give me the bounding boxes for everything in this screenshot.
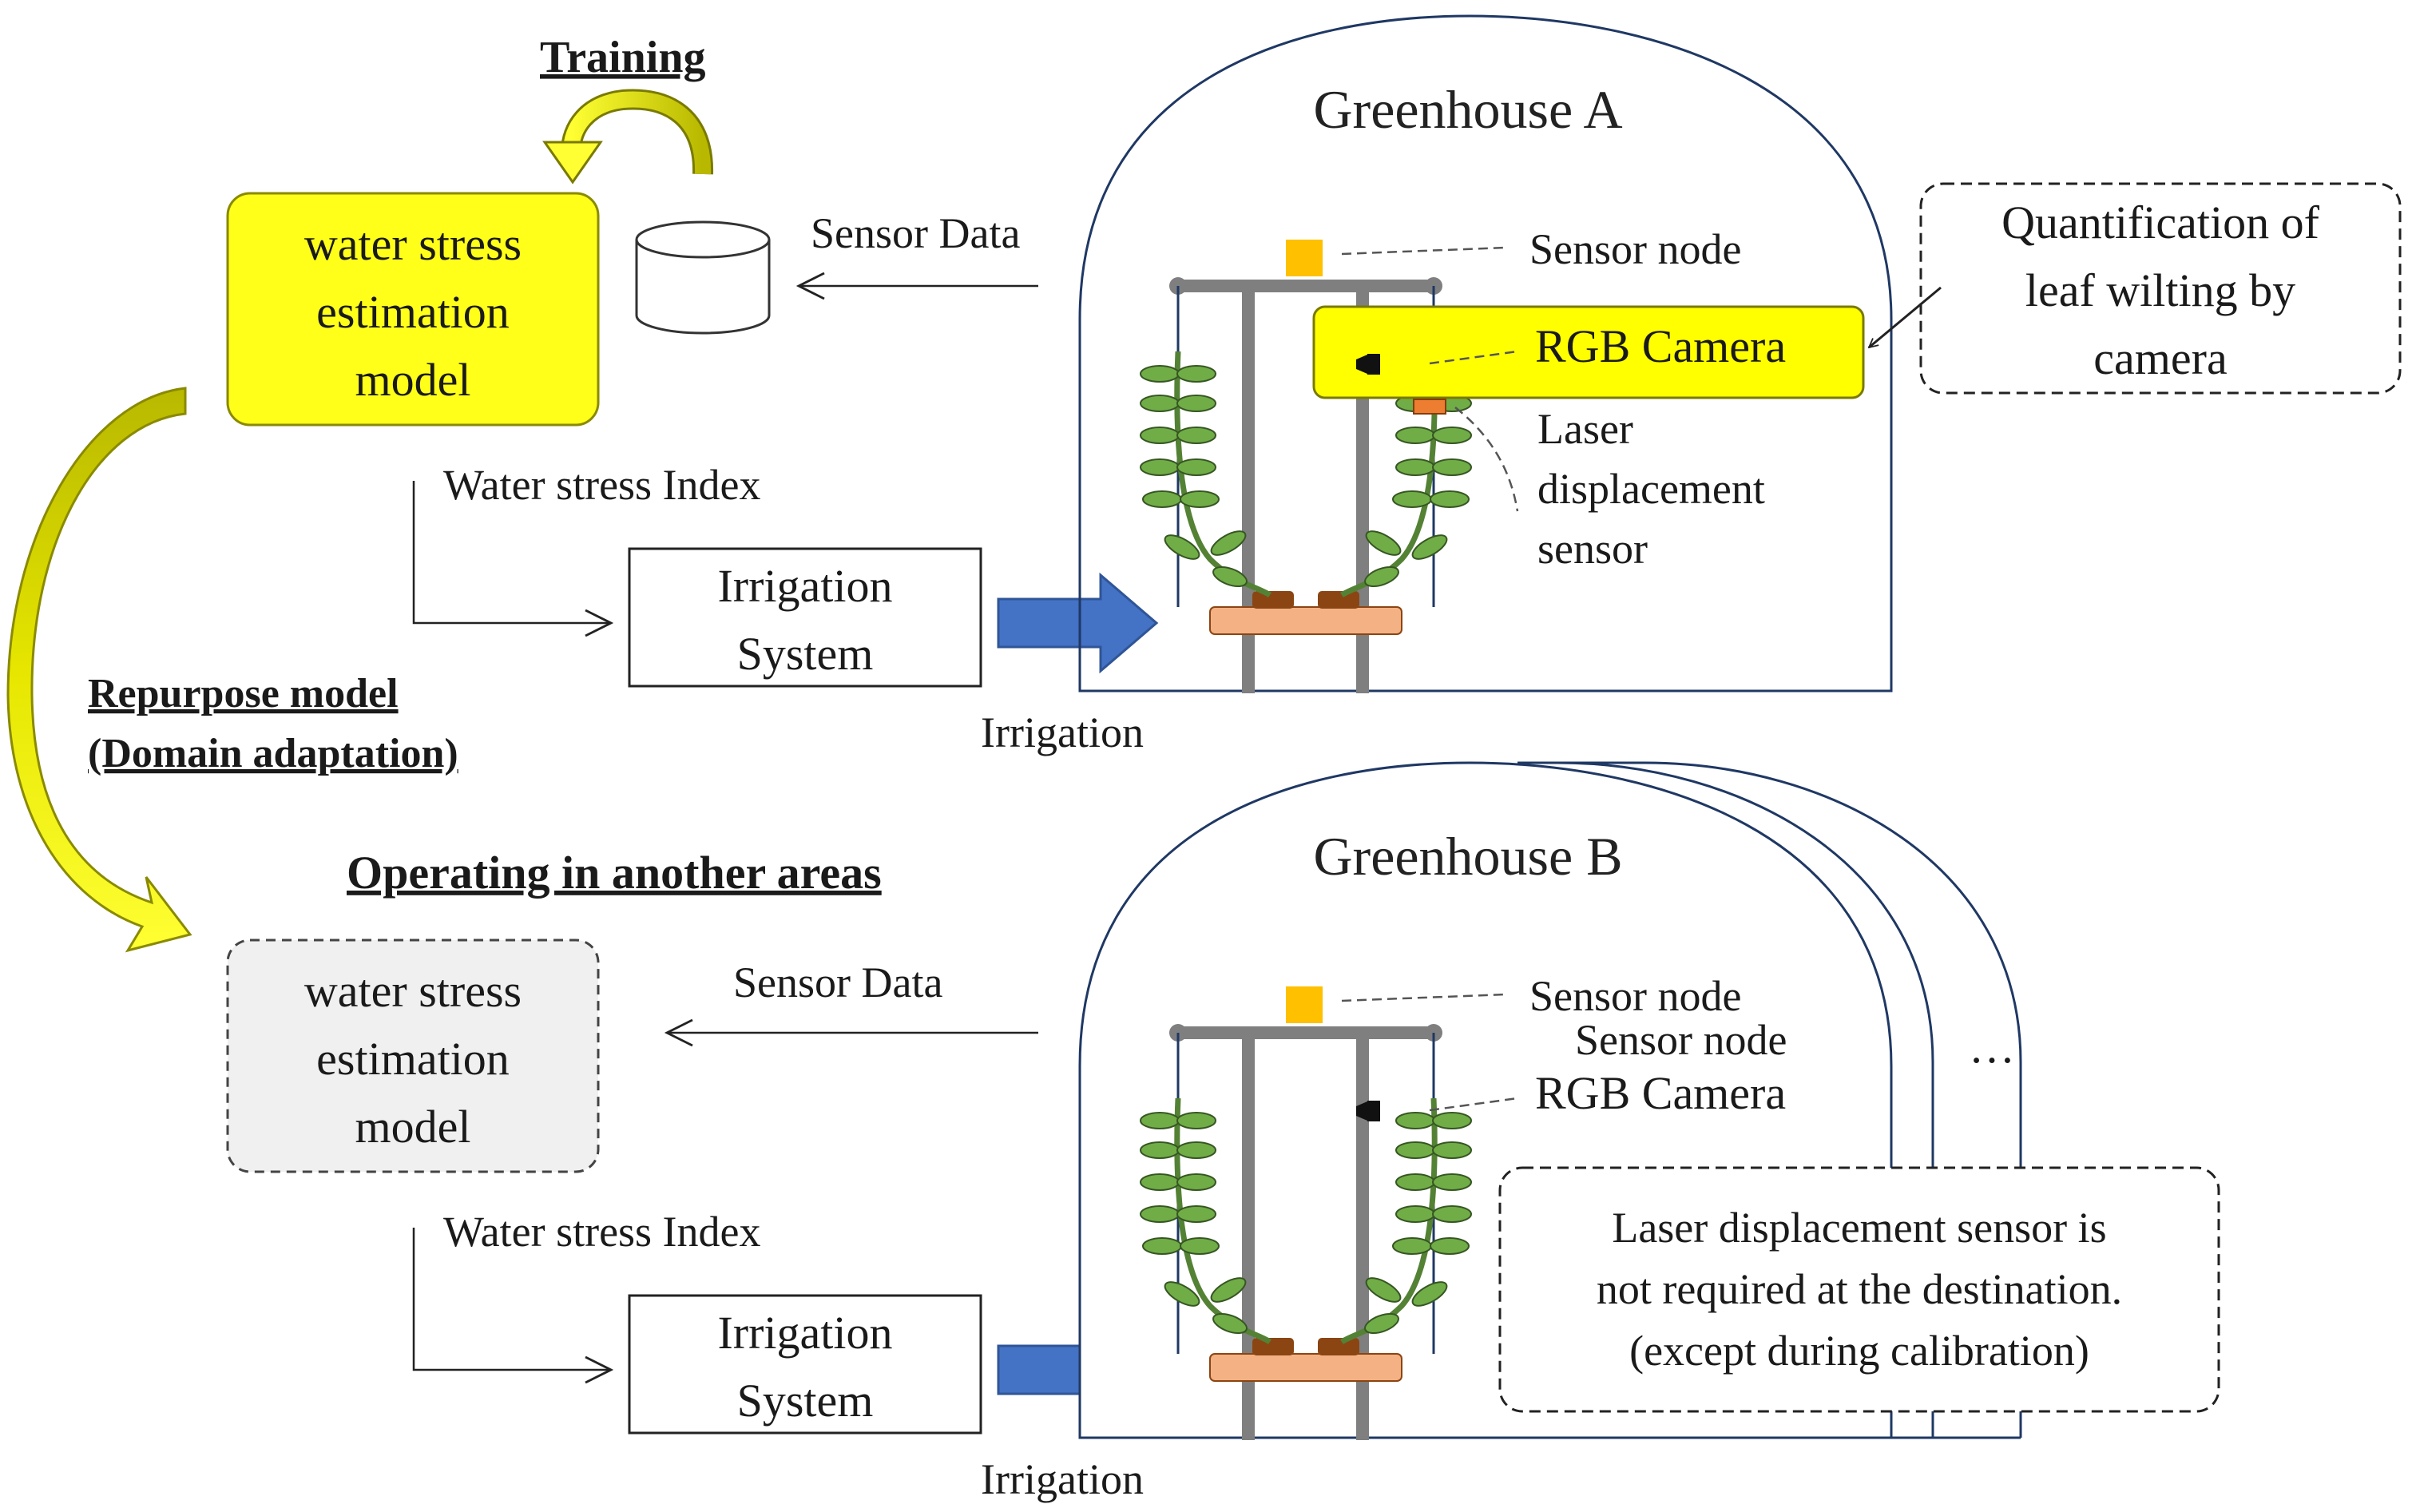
- laser-sensor-line1: Laser: [1537, 405, 1633, 453]
- laser-not-required-note: [1498, 1166, 2220, 1413]
- repurpose-heading-line1: Repurpose model: [88, 671, 399, 716]
- model-box-b-line2: estimation: [316, 1033, 510, 1085]
- model-box-repurposed: [226, 939, 600, 1173]
- sensor-node-leader-b: [1341, 993, 1506, 1002]
- sensor-data-label-top: Sensor Data: [811, 209, 1020, 257]
- block-arrow-right-icon: [997, 572, 1159, 674]
- model-box-line3: model: [355, 354, 471, 406]
- irrigation-label-top: Irrigation: [981, 708, 1144, 756]
- note-line2: not required at the destination.: [1597, 1265, 2122, 1313]
- irrigation-system-line1-bottom: Irrigation: [717, 1307, 892, 1359]
- repurpose-heading-line2: (Domain adaptation): [88, 731, 458, 776]
- circular-arrow-icon: [542, 89, 714, 185]
- camera-icon: [1356, 354, 1380, 375]
- callout-line3: camera: [2093, 332, 2227, 384]
- laser-sensor-line2: displacement: [1537, 465, 1765, 513]
- sensor-node-leader-a: [1341, 246, 1506, 256]
- camera-icon-b: [1356, 1101, 1380, 1121]
- sensor-node-a: [1286, 240, 1323, 276]
- model-box-b-line3: model: [355, 1101, 471, 1153]
- irrigation-system-box-top: [628, 547, 982, 688]
- model-box-trained: [226, 192, 600, 427]
- greenhouse-a-outline: [1078, 14, 1893, 693]
- sensor-node-label-b2: Sensor node: [1575, 1016, 1787, 1064]
- note-line3: (except during calibration): [1629, 1327, 2089, 1375]
- note-line1: Laser displacement sensor is: [1612, 1204, 2106, 1252]
- irrigation-system-box-bottom: [628, 1294, 982, 1435]
- greenhouse-stack-outline-2: [1517, 761, 2022, 1438]
- operating-heading: Operating in another areas: [347, 847, 882, 899]
- model-box-line1: water stress: [304, 218, 522, 270]
- climbing-plant-icon-b: [1140, 1097, 1472, 1344]
- irrigation-system-line1-top: Irrigation: [717, 560, 892, 612]
- model-box-b-line1: water stress: [304, 965, 522, 1017]
- callout-line1: Quantification of: [2001, 196, 2320, 248]
- water-stress-index-label-top: Water stress Index: [443, 461, 761, 509]
- curved-arrow-icon: [6, 387, 192, 953]
- rgb-camera-label-b: RGB Camera: [1535, 1067, 1786, 1119]
- irrigation-system-line2-bottom: System: [737, 1375, 874, 1427]
- greenhouse-stack-outline-3: [1517, 761, 1934, 1438]
- laser-sensor-a: [1413, 399, 1446, 415]
- callout-line2: leaf wilting by: [2025, 264, 2295, 316]
- greenhouse-a-title: Greenhouse A: [1313, 79, 1622, 140]
- training-heading: Training: [540, 33, 705, 82]
- sensor-node-b: [1286, 986, 1323, 1023]
- sensor-data-label-bottom: Sensor Data: [733, 958, 942, 1006]
- database-icon: [635, 220, 771, 335]
- callout-arrow: [1869, 286, 1942, 347]
- camera-callout-box: [1919, 182, 2402, 395]
- water-stress-index-arrow-bottom: [412, 1228, 614, 1384]
- greenhouse-b-title: Greenhouse B: [1313, 826, 1622, 887]
- sensor-node-label-b: Sensor node: [1529, 972, 1741, 1020]
- greenhouse-ellipsis: …: [1969, 1021, 2015, 1073]
- irrigation-label-bottom: Irrigation: [981, 1455, 1144, 1503]
- irrigation-system-line2-top: System: [737, 628, 874, 680]
- model-box-line2: estimation: [316, 286, 510, 338]
- rgb-camera-highlight-a: [1312, 305, 1865, 399]
- sensor-node-label-a: Sensor node: [1529, 225, 1741, 273]
- water-stress-index-arrow-top: [412, 481, 614, 637]
- laser-sensor-leader-a: [1454, 407, 1519, 512]
- water-stress-index-label-bottom: Water stress Index: [443, 1208, 761, 1256]
- rgb-camera-label-a: RGB Camera: [1535, 320, 1786, 372]
- laser-sensor-line3: sensor: [1537, 525, 1648, 573]
